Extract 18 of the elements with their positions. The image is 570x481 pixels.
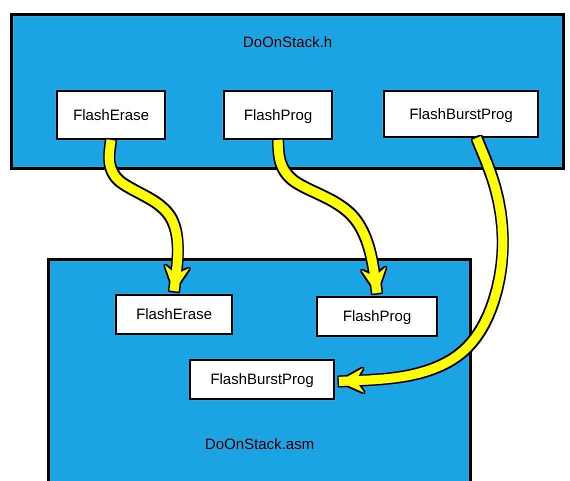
module-title: DoOnStack.asm <box>204 436 314 453</box>
module-panel <box>47 258 472 481</box>
function-box <box>383 90 539 138</box>
module-title: DoOnStack.h <box>242 34 332 51</box>
function-box <box>189 359 335 400</box>
function-box <box>223 90 333 140</box>
function-name: FlashBurstProg <box>409 106 513 122</box>
function-name: FlashErase <box>73 106 149 124</box>
function-name: FlashProg <box>244 106 312 124</box>
module-panel <box>10 13 565 170</box>
function-box <box>316 296 438 337</box>
function-box <box>115 294 233 335</box>
function-box <box>56 90 166 140</box>
curved-arrow <box>274 140 386 294</box>
curved-arrow <box>104 139 190 292</box>
function-name: FlashProg <box>342 308 412 325</box>
function-name: FlashErase <box>136 306 212 323</box>
function-name: FlashBurstProg <box>210 371 314 388</box>
